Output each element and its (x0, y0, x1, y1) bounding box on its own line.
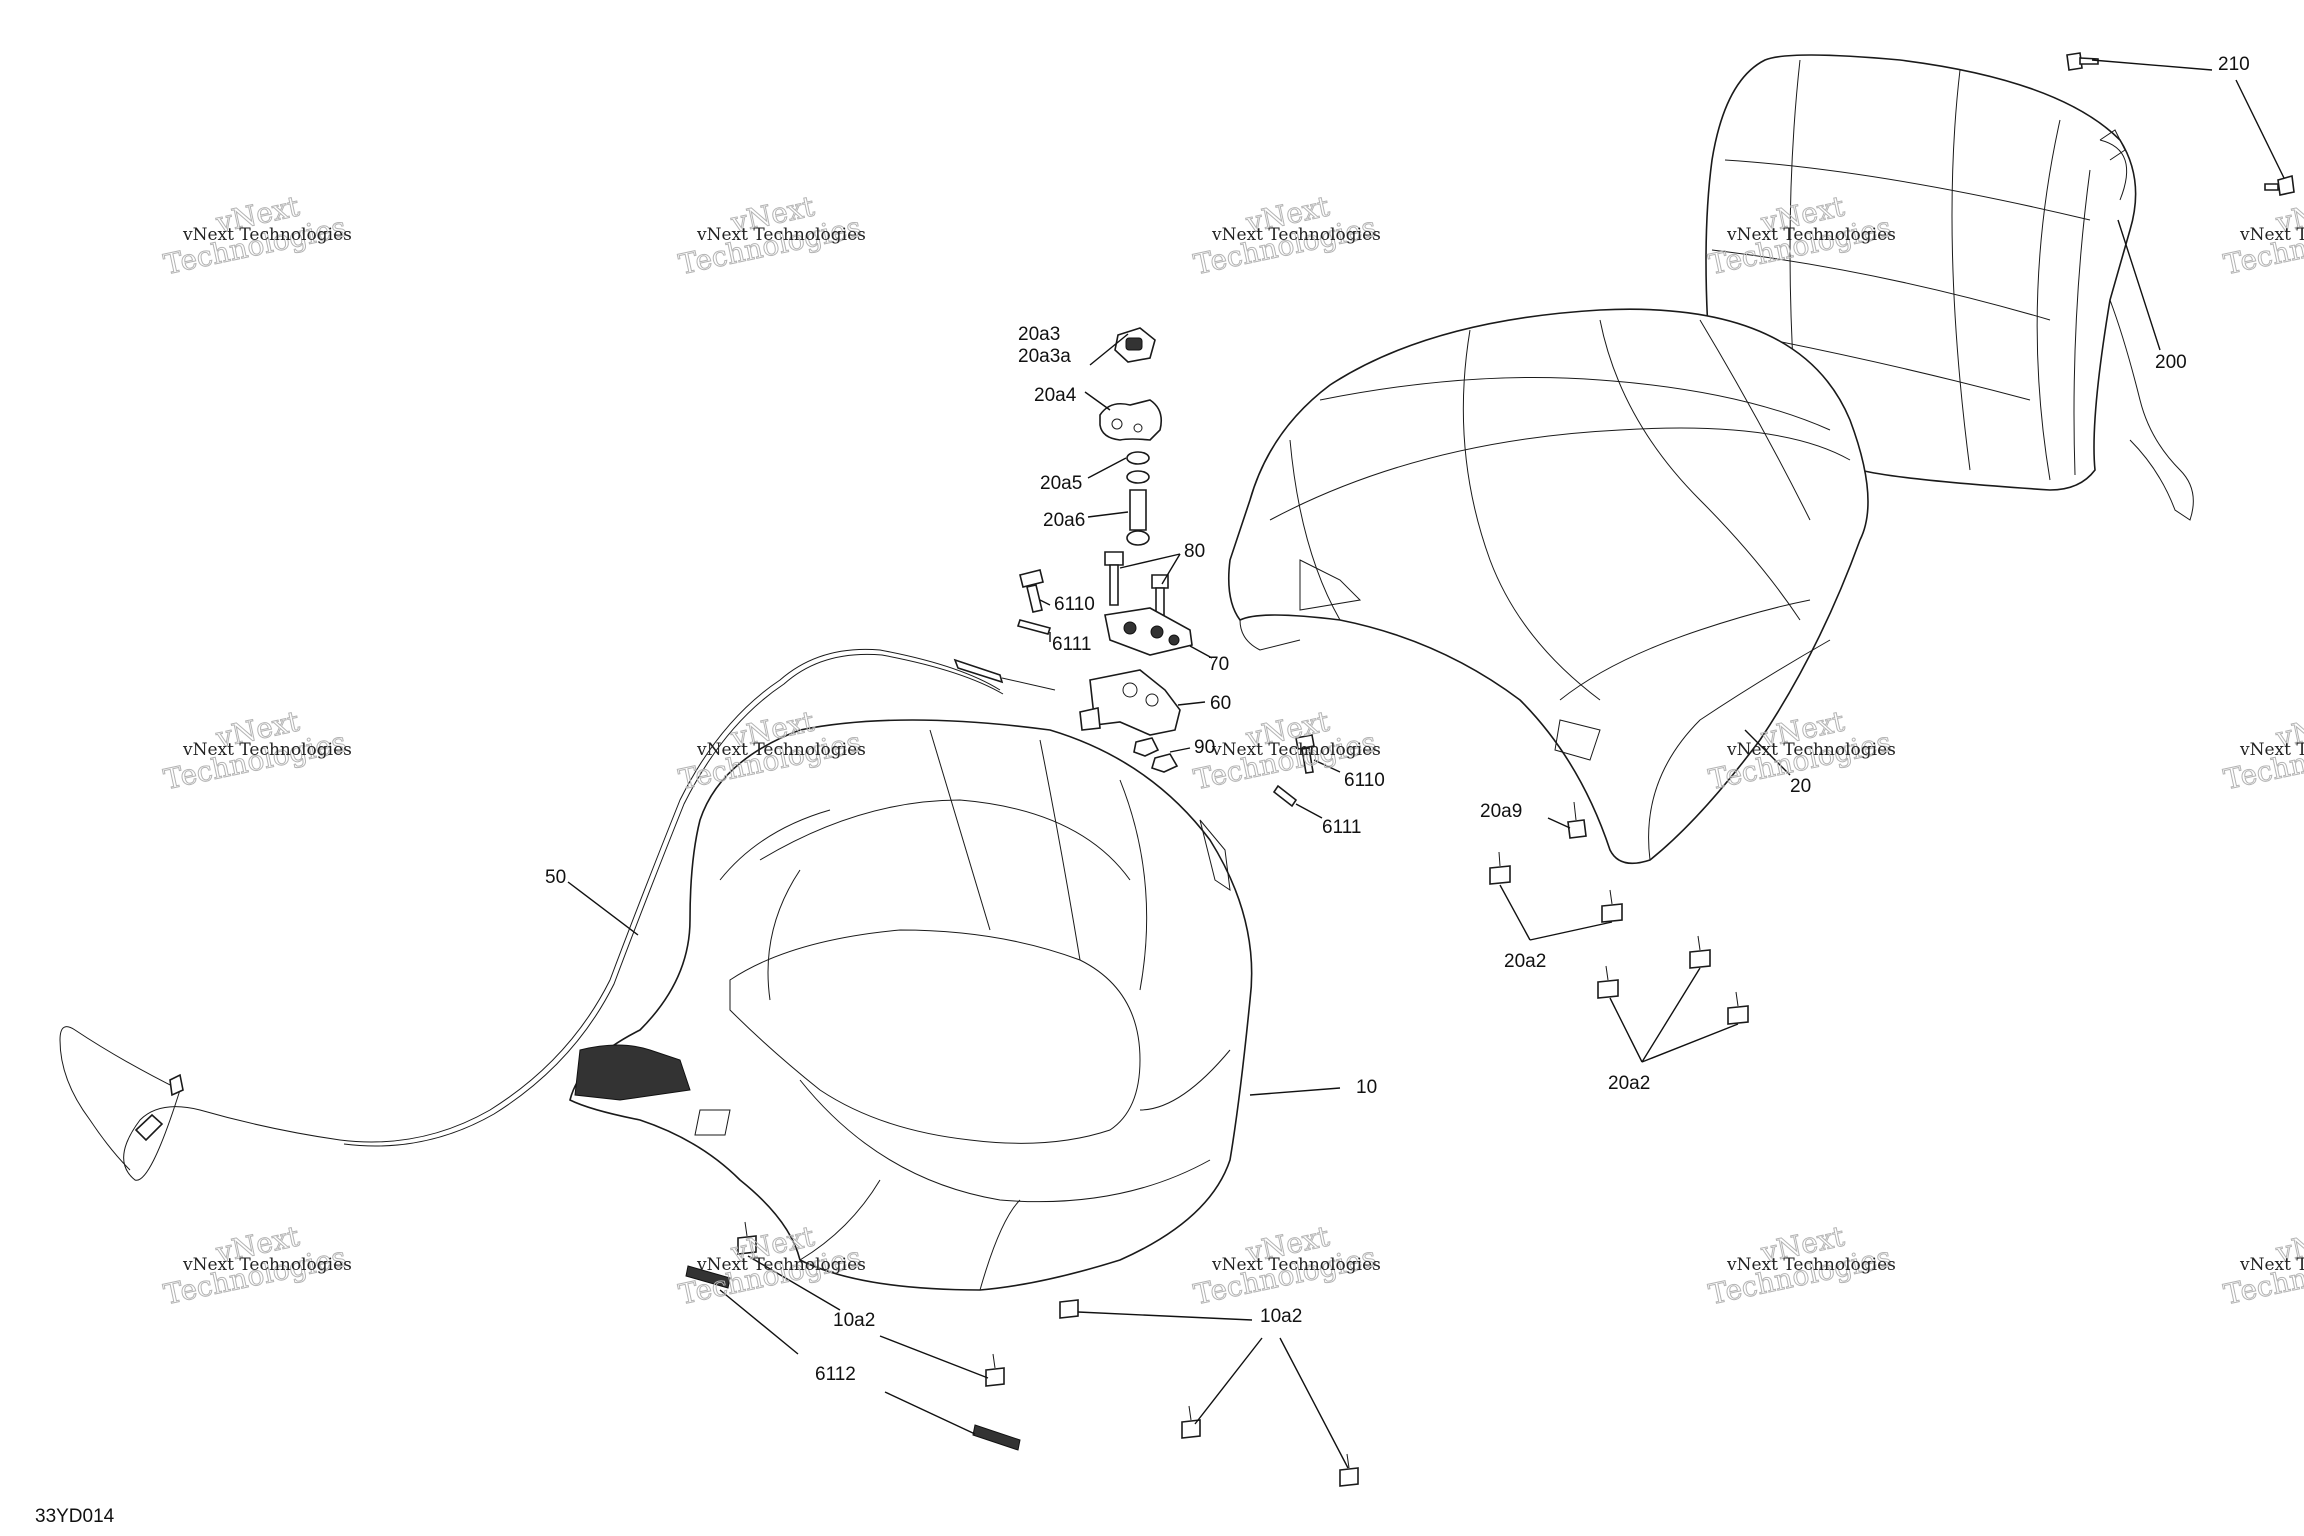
callout-20a2-upper: 20a2 (1504, 951, 1546, 972)
bumper-10a2-2 (1059, 1299, 1079, 1319)
passenger-seat-20 (1227, 308, 1869, 865)
callout-10: 10 (1356, 1077, 1377, 1098)
callout-20: 20 (1790, 776, 1811, 797)
bumper-20a2-4 (1689, 935, 1711, 969)
callout-20a3: 20a3 (1018, 324, 1060, 345)
callout-20a6: 20a6 (1043, 510, 1085, 531)
bumper-20a2-3 (1597, 965, 1619, 999)
svg-text:vNext Technologies: vNext Technologies (1726, 225, 1896, 245)
svg-text:vNext Technologies: vNext Technologies (182, 1255, 352, 1275)
svg-text:vNext Technologies: vNext Technologies (182, 740, 352, 760)
svg-text:vNext Technologies: vNext Technologies (2239, 225, 2304, 245)
callout-60: 60 (1210, 693, 1231, 714)
leader-lines (567, 59, 2285, 1469)
svg-text:vNext Technologies: vNext Technologies (1211, 1255, 1381, 1275)
callout-70: 70 (1208, 654, 1229, 675)
callout-50: 50 (545, 867, 566, 888)
callout-80: 80 (1184, 541, 1205, 562)
callout-90: 90 (1194, 737, 1215, 758)
hardware (685, 52, 2295, 1487)
callout-6112: 6112 (815, 1364, 856, 1385)
callout-10a2-right: 10a2 (1260, 1306, 1302, 1327)
svg-text:vNext Technologies: vNext Technologies (1211, 740, 1381, 760)
bumper-20a2-5 (1727, 991, 1749, 1025)
callout-6111-mid: 6111 (1322, 817, 1361, 838)
callout-20a9: 20a9 (1480, 801, 1522, 822)
svg-text:vNext Technologies: vNext Technologies (1211, 225, 1381, 245)
bumper-20a2-1 (1489, 851, 1511, 885)
callout-6110-top: 6110 (1054, 594, 1095, 615)
svg-text:vNext Technologies: vNext Technologies (696, 740, 866, 760)
svg-text:vNext Technologies: vNext Technologies (696, 1255, 866, 1275)
callout-6111-top: 6111 (1052, 634, 1091, 655)
callout-20a5: 20a5 (1040, 473, 1082, 494)
callout-labels: 210 200 20 20a3 20a3a 20a4 20a5 20a6 80 … (35, 54, 2250, 1527)
callout-210: 210 (2218, 54, 2250, 75)
bumper-10a2-5 (1339, 1453, 1359, 1487)
callout-10a2-left: 10a2 (833, 1310, 875, 1331)
driver-seat-10 (569, 719, 1253, 1291)
diagram-code: 33YD014 (35, 1506, 115, 1527)
bumper-10a2-1 (737, 1221, 757, 1255)
callout-20a4: 20a4 (1034, 385, 1077, 406)
svg-text:vNext Technologies: vNext Technologies (1726, 740, 1896, 760)
bumper-20a2-2 (1601, 889, 1623, 923)
svg-text:vNext Technologies: vNext Technologies (182, 225, 352, 245)
svg-text:vNext Technologies: vNext Technologies (696, 225, 866, 245)
svg-text:vNext Technologies: vNext Technologies (1726, 1255, 1896, 1275)
svg-text:vNext Technologies: vNext Technologies (2239, 740, 2304, 760)
callout-20a3a: 20a3a (1018, 346, 1071, 367)
bumper-10a2-4 (1181, 1405, 1201, 1439)
callout-20a2-lower: 20a2 (1608, 1073, 1650, 1094)
callout-200: 200 (2155, 352, 2187, 373)
bumper-10a2-3 (985, 1353, 1005, 1387)
cable-50 (59, 648, 1056, 1181)
svg-text:vNext Technologies: vNext Technologies (2239, 1255, 2304, 1275)
callout-6110-mid: 6110 (1344, 770, 1385, 791)
